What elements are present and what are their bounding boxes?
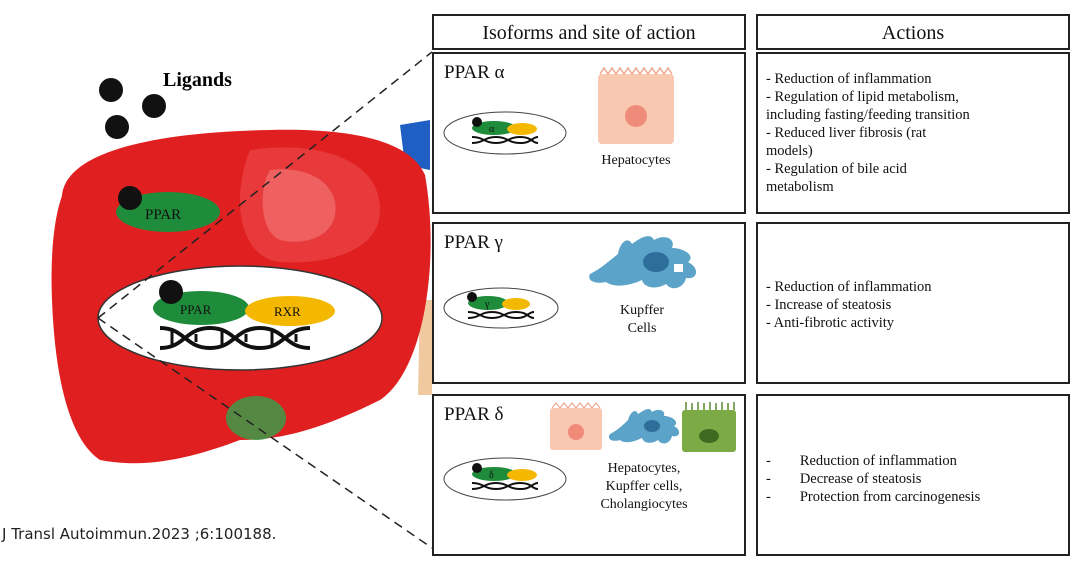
hepatocyte-cell — [598, 66, 674, 144]
dna-helix — [159, 325, 311, 351]
isoform-symbol: α — [489, 124, 495, 135]
receptor-dna-complex: δ — [443, 457, 567, 501]
ligand-dot — [99, 78, 123, 102]
complex-rxr-label: RXR — [274, 304, 301, 319]
isoform-title: PPAR δ — [444, 404, 504, 425]
complex-ppar-label: PPAR — [180, 302, 212, 317]
hepatocyte-cell — [550, 402, 602, 450]
actions-box-gamma: - Reduction of inflammation - Increase o… — [756, 222, 1070, 384]
action-item: - Decrease of steatosis — [766, 471, 922, 487]
action-item: including fasting/feeding transition — [766, 107, 970, 123]
cell-type-line: Cholangiocytes — [600, 497, 688, 512]
action-item: - Protection from carcinogenesis — [766, 489, 981, 505]
cell-type-line: Kupffer cells, — [605, 479, 683, 494]
cell-type-label: Hepatocytes — [601, 153, 671, 168]
isoform-box-delta: PPAR δ δ Hepatocytes, Kupffer cells, Cho… — [432, 394, 746, 556]
ligands-label: Ligands — [163, 69, 232, 91]
action-item: - Anti-fibrotic activity — [766, 315, 895, 331]
receptor-dna-complex: γ — [443, 287, 559, 329]
action-item: metabolism — [766, 179, 834, 195]
citation: J Transl Autoimmun.2023 ;6:100188. — [2, 525, 277, 543]
action-item: - Reduction of inflammation — [766, 279, 932, 295]
actions-box-delta: - Reduction of inflammation - Decrease o… — [756, 394, 1070, 556]
ligand-dot — [142, 94, 166, 118]
action-item: - Regulation of lipid metabolism, — [766, 89, 959, 105]
cell-type-line: Hepatocytes, — [607, 461, 681, 476]
isoform-box-alpha: PPAR α α Hepatocytes — [432, 52, 746, 214]
gallbladder — [226, 396, 286, 440]
actions-list: - Reduction of inflammation - Regulation… — [766, 70, 970, 196]
ppar-blob — [116, 192, 220, 232]
liver-lobe — [262, 169, 336, 242]
actions-box-alpha: - Reduction of inflammation - Regulation… — [756, 52, 1070, 214]
kupffer-cell — [608, 408, 680, 444]
actions-list: - Reduction of inflammation - Increase o… — [766, 278, 932, 332]
cell-type-label: Hepatocytes, Kupffer cells, Cholangiocyt… — [564, 460, 724, 514]
action-item: - Reduction of inflammation — [766, 453, 957, 469]
cholangiocyte-cell — [682, 402, 736, 452]
action-item: - Reduced liver fibrosis (rat — [766, 125, 927, 141]
cell-type-line: Cells — [627, 321, 657, 336]
isoform-box-gamma: PPAR γ γ Kupffer Cells — [432, 222, 746, 384]
isoform-symbol: δ — [489, 470, 494, 481]
ppar-label: PPAR — [145, 207, 181, 223]
isoform-title: PPAR α — [444, 62, 505, 83]
kupffer-cell — [589, 236, 697, 289]
actions-list: - Reduction of inflammation - Decrease o… — [766, 452, 980, 506]
liver-illustration: Ligands PPAR PPAR RXR — [51, 69, 432, 464]
action-item: - Regulation of bile acid — [766, 161, 907, 177]
cell-type-line: Kupffer — [619, 303, 665, 318]
action-item: - Increase of steatosis — [766, 297, 892, 313]
cell-type-label: Kupffer Cells — [592, 302, 692, 338]
actions-header: Actions — [756, 14, 1070, 50]
isoforms-header: Isoforms and site of action — [432, 14, 746, 50]
ligand-dot — [105, 115, 129, 139]
action-item: models) — [766, 143, 813, 159]
isoform-title: PPAR γ — [444, 232, 503, 253]
complex-rxr-blob — [245, 296, 335, 326]
receptor-dna-complex: α — [443, 111, 567, 155]
zoom-lines — [97, 51, 433, 549]
ligand-dot — [118, 186, 142, 210]
ligand-dot — [159, 280, 183, 304]
action-item: - Reduction of inflammation — [766, 71, 932, 87]
isoform-symbol: γ — [484, 299, 490, 310]
